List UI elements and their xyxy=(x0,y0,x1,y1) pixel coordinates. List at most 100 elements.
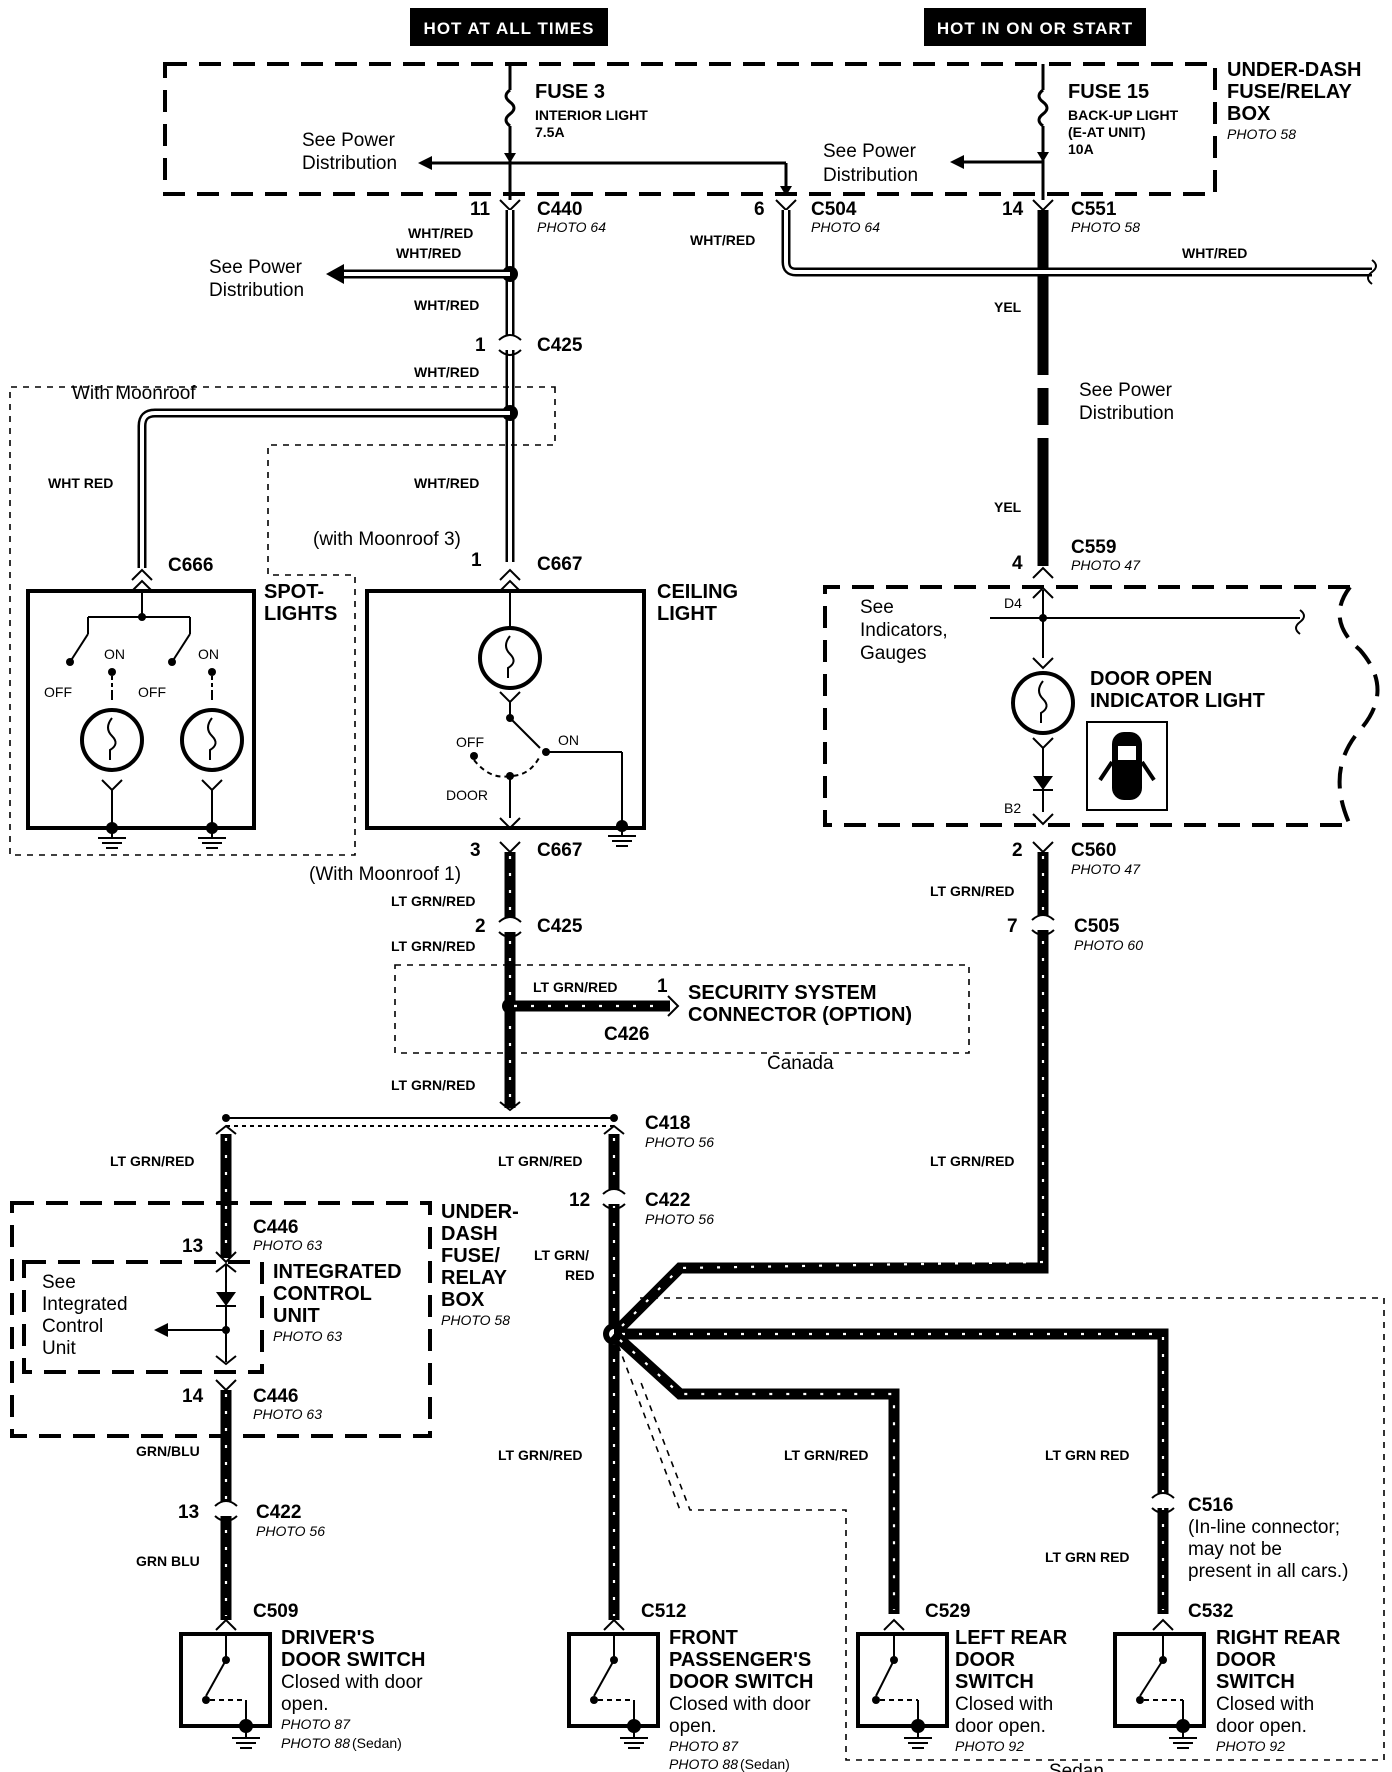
c559-pin: 4 xyxy=(1012,553,1023,574)
drivers-photo-2-note: (Sedan) xyxy=(352,1735,402,1751)
c516-note-2: may not be xyxy=(1188,1539,1282,1560)
fuse-15-name: FUSE 15 xyxy=(1068,81,1149,103)
fuse-3-desc: INTERIOR LIGHT xyxy=(535,107,648,123)
c532-id: C532 xyxy=(1188,1601,1233,1622)
c667-bottom-pin: 3 xyxy=(470,840,481,861)
c440-id: C440 xyxy=(537,199,582,220)
c422-bottom-pin: 13 xyxy=(178,1502,199,1523)
c418-id: C418 xyxy=(645,1113,690,1134)
ceiling-light-label-2: LIGHT xyxy=(657,603,717,625)
icu-label-1: INTEGRATED xyxy=(273,1261,402,1283)
spd-2-line2: Distribution xyxy=(823,165,918,186)
wl-ltgrnred-5: LT GRN/RED xyxy=(110,1153,195,1169)
icu-box xyxy=(22,1260,264,1374)
c422-bottom-photo: PHOTO 56 xyxy=(256,1523,325,1539)
fuse-box-name-1: UNDER-DASH xyxy=(1227,59,1361,81)
ud-small-1: UNDER- xyxy=(441,1201,519,1223)
spotlights-label-1: SPOT- xyxy=(264,581,324,603)
fuse-box-photo: PHOTO 58 xyxy=(1227,126,1296,142)
c551-pin: 14 xyxy=(1002,199,1024,220)
icu-label-3: UNIT xyxy=(273,1305,320,1327)
fuse-15-desc1: BACK-UP LIGHT xyxy=(1068,107,1179,123)
spd-1-line1: See Power xyxy=(302,130,396,151)
drivers-label-1: DRIVER'S xyxy=(281,1627,375,1649)
c425-bottom-id: C425 xyxy=(537,916,583,937)
indicator-bulb xyxy=(1011,671,1075,735)
c446-bottom-pin: 14 xyxy=(182,1386,204,1407)
wl-yel-2: YEL xyxy=(994,499,1022,515)
car-door-open-icon xyxy=(1086,721,1168,811)
ground-icon xyxy=(608,826,636,847)
security-label-1: SECURITY SYSTEM xyxy=(688,982,877,1004)
ceiling-off: OFF xyxy=(456,734,484,750)
wl-whtred-3: WHT/RED xyxy=(414,297,479,313)
c425-top-pin: 1 xyxy=(475,335,486,356)
indicator-pin-d4: D4 xyxy=(1004,595,1022,611)
front-pass-photo-2: PHOTO 88 xyxy=(669,1756,738,1772)
c560-pin: 2 xyxy=(1012,840,1023,861)
c516-note-1: (In-line connector; xyxy=(1188,1517,1340,1538)
ceiling-door: DOOR xyxy=(446,787,488,803)
ground-icon xyxy=(904,1726,932,1749)
ground-icon xyxy=(1169,1726,1197,1749)
left-rear-label-2: DOOR xyxy=(955,1649,1016,1671)
c440-pin: 11 xyxy=(470,199,491,220)
ud-small-4: RELAY xyxy=(441,1267,508,1289)
c512-id: C512 xyxy=(641,1601,686,1622)
wl-whtred-4: WHT/RED xyxy=(414,364,479,380)
with-moonroof-label: With Moonroof xyxy=(72,383,196,404)
wl-ltgrnred-3: LT GRN/RED xyxy=(533,979,618,995)
wl-whtred-6: WHT/RED xyxy=(690,232,755,248)
drivers-label-3: Closed with door xyxy=(281,1672,423,1693)
header-hot-at-all-times: HOT AT ALL TIMES xyxy=(410,8,608,46)
front-pass-label-1: FRONT xyxy=(669,1627,738,1649)
wl-grnblu-2: GRN BLU xyxy=(136,1553,200,1569)
c422-top-photo: PHOTO 56 xyxy=(645,1211,714,1227)
fuse-3: FUSE 3 INTERIOR LIGHT 7.5A xyxy=(504,64,648,200)
header-hot-in-on-text: HOT IN ON OR START xyxy=(937,19,1133,38)
wl-whtred-5: WHT/RED xyxy=(414,475,479,491)
spotlights: ON ON OFF OFF SPOT- LIGHTS xyxy=(26,579,337,849)
right-rear-label-4: Closed with xyxy=(1216,1694,1314,1715)
right-rear-label-2: DOOR xyxy=(1216,1649,1277,1671)
fuse-15-desc2: (E-AT UNIT) xyxy=(1068,124,1146,140)
ceiling-light-label-1: CEILING xyxy=(657,581,738,603)
ground-icon xyxy=(198,828,226,849)
wl-ltgrnred-2: LT GRN/RED xyxy=(391,938,476,954)
wl-ltgrn-split-2: RED xyxy=(565,1267,595,1283)
c446-bottom-id: C446 xyxy=(253,1386,298,1407)
c504-photo: PHOTO 64 xyxy=(811,219,880,235)
left-rear-label-5: door open. xyxy=(955,1716,1046,1737)
left-rear-label-4: Closed with xyxy=(955,1694,1053,1715)
wl-whtred-alt: WHT RED xyxy=(48,475,113,491)
fuse-box-outline xyxy=(163,62,1217,196)
c422-bottom-id: C422 xyxy=(256,1502,301,1523)
see-icu-4: Unit xyxy=(42,1338,77,1359)
c667-top-note: (with Moonroof 3) xyxy=(313,529,461,550)
wl-ltgrnred-8: LT GRN/RED xyxy=(930,1153,1015,1169)
spd-3-line2: Distribution xyxy=(209,280,304,301)
c446-top-pin: 13 xyxy=(182,1236,203,1257)
c422-top-id: C422 xyxy=(645,1190,690,1211)
c426-pin: 1 xyxy=(657,976,668,997)
right-rear-photo: PHOTO 92 xyxy=(1216,1738,1285,1754)
ceiling-on: ON xyxy=(558,732,579,748)
c426-id: C426 xyxy=(604,1024,649,1045)
see-indicators-3: Gauges xyxy=(860,643,927,664)
wl-whtred-1: WHT/RED xyxy=(408,225,473,241)
ground-icon xyxy=(98,828,126,849)
header-hot-at-all-times-text: HOT AT ALL TIMES xyxy=(424,19,595,38)
c504-id: C504 xyxy=(811,199,857,220)
c667-bottom-note: (With Moonroof 1) xyxy=(309,864,461,885)
spot-off-1: OFF xyxy=(44,684,72,700)
c667-top-id: C667 xyxy=(537,554,582,575)
c440-photo: PHOTO 64 xyxy=(537,219,606,235)
wl-whtred-2: WHT/RED xyxy=(396,245,461,261)
right-rear-label-5: door open. xyxy=(1216,1716,1307,1737)
wl-ltgrn-split-1: LT GRN/ xyxy=(534,1247,589,1263)
spotlight-bulb-1 xyxy=(80,708,144,772)
front-pass-label-5: open. xyxy=(669,1716,717,1737)
front-pass-photo-2-note: (Sedan) xyxy=(740,1756,790,1772)
icu-photo: PHOTO 63 xyxy=(273,1328,342,1344)
